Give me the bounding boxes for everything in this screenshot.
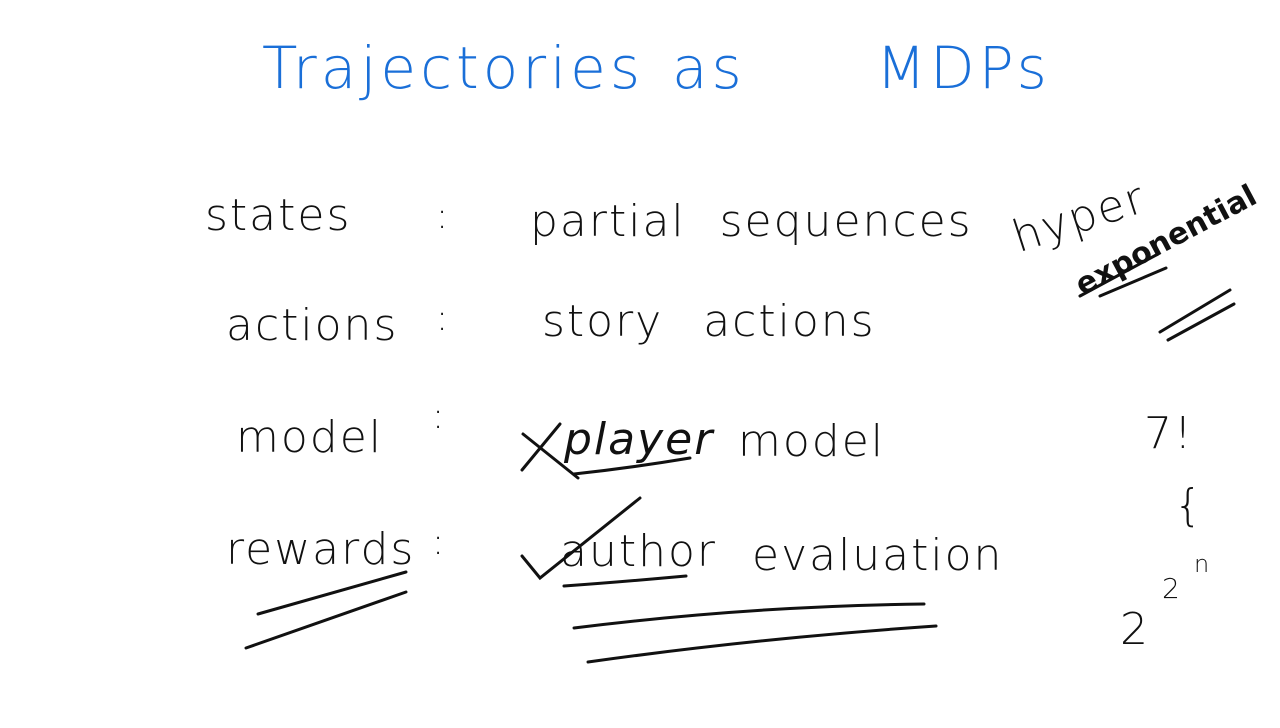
hyper-underline [1078, 252, 1168, 298]
colon: : [432, 396, 447, 437]
note-power-base: 2 [1120, 604, 1150, 655]
rewards-underline [244, 570, 408, 650]
definition-actions: story actions [542, 296, 876, 347]
note-brace: { [1174, 480, 1204, 531]
player-underline [572, 456, 692, 476]
exponential-underline [1158, 288, 1236, 342]
definition-states: partial sequences [530, 196, 973, 247]
title-word-mdps: MDPs [876, 34, 1051, 102]
title-word-trajectories: Trajectories [262, 34, 645, 102]
colon: : [436, 298, 451, 339]
term-model: model [236, 412, 384, 463]
evaluation-underline [572, 602, 938, 664]
colon: : [436, 196, 451, 237]
check-mark-icon [520, 496, 642, 581]
definition-model: model [738, 416, 886, 467]
colon: : [432, 522, 447, 563]
definition-player: player [564, 414, 715, 465]
term-rewards: rewards [226, 524, 416, 575]
author-underline [562, 574, 688, 588]
note-power-exp: 2 [1162, 572, 1182, 605]
note-power-exp-n: n [1194, 550, 1212, 578]
title-word-as: as [672, 34, 746, 102]
definition-evaluation: evaluation [752, 530, 1004, 581]
term-states: states [205, 190, 352, 241]
definition-author: author [560, 526, 717, 577]
note-factorial: 7! [1144, 408, 1194, 459]
x-mark-icon [520, 422, 580, 480]
term-actions: actions [226, 300, 399, 351]
